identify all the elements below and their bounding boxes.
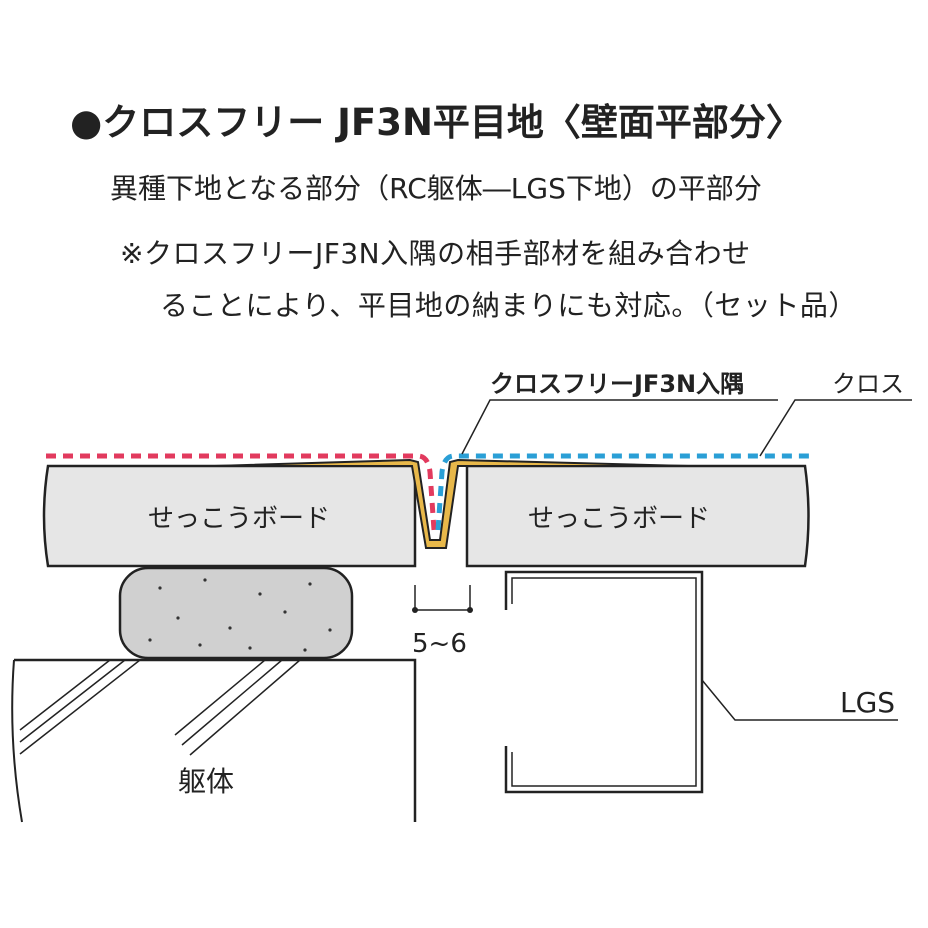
lgs-stud xyxy=(504,570,704,794)
concrete-body xyxy=(14,658,417,822)
cloth-right-line xyxy=(435,453,812,531)
gypsum-board-right xyxy=(465,464,810,568)
leader-cloth xyxy=(759,399,912,457)
page-title: ●クロスフリー JF3N平目地〈壁面平部分〉 xyxy=(70,101,803,144)
joint-profile xyxy=(214,458,689,549)
bonding-adhesive xyxy=(118,566,354,660)
adhesive-speckles xyxy=(148,578,332,652)
label-gap: 5~6 xyxy=(412,629,467,659)
gypsum-board-left xyxy=(42,464,417,568)
leader-lgs xyxy=(701,679,898,721)
subtitle: 異種下地となる部分（RC躯体―LGS下地）の平部分 xyxy=(110,172,762,205)
leader-product xyxy=(461,399,778,455)
label-cloth: クロス xyxy=(832,370,904,398)
label-body: 躯体 xyxy=(178,765,234,798)
cloth-left-line xyxy=(46,453,437,531)
note-line-1: ※クロスフリーJF3N入隅の相手部材を組み合わせ xyxy=(120,237,751,270)
concrete-body-edge xyxy=(11,659,23,823)
label-product: クロスフリーJF3N入隅 xyxy=(490,370,744,398)
gap-dimension xyxy=(414,585,471,611)
gap-dot-right xyxy=(467,607,473,613)
gap-dot-left xyxy=(412,607,418,613)
label-board-right: せっこうボード xyxy=(528,504,710,534)
label-lgs: LGS xyxy=(840,686,895,719)
note-line-2: ることにより、平目地の納まりにも対応。（セット品） xyxy=(160,289,857,322)
label-board-left: せっこうボード xyxy=(148,504,330,534)
concrete-hatch xyxy=(19,659,301,756)
lgs-stud-inner xyxy=(511,577,697,787)
